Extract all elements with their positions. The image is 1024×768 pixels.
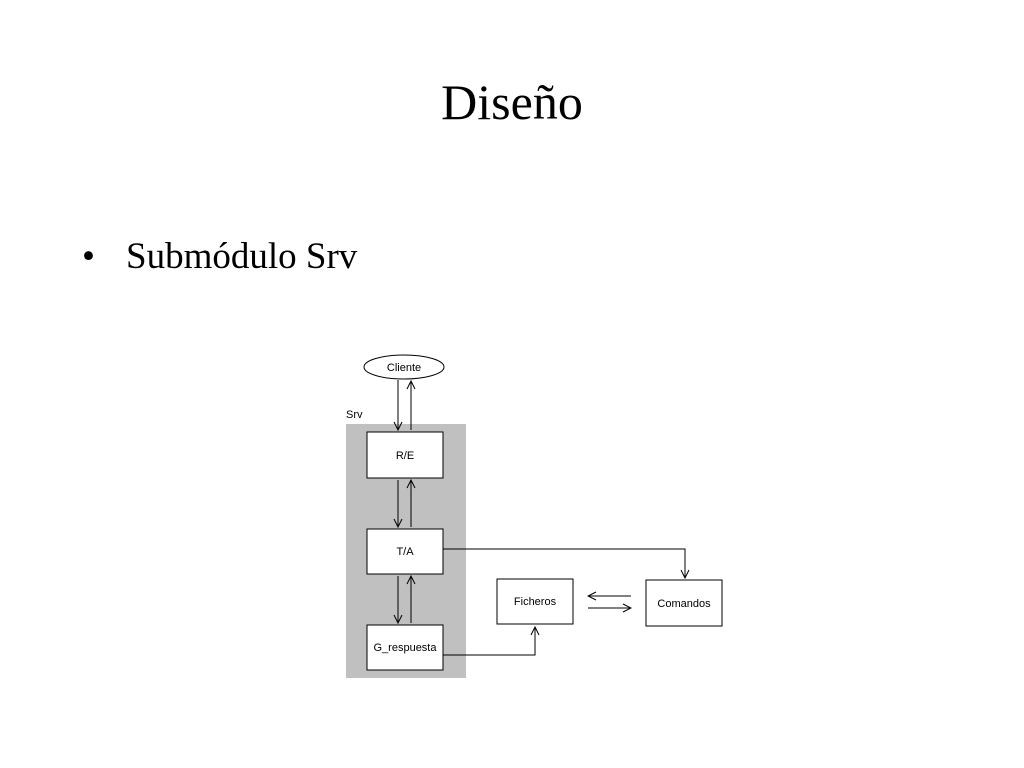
cliente-label: Cliente [387,362,421,374]
re-label: R/E [396,450,414,462]
arrow-ta-to-comandos [443,548,685,578]
bullet-list: • Submódulo Srv [82,232,357,282]
comandos-node [645,579,723,627]
g-respuesta-label: G_respuesta [374,642,438,654]
arrow-g-respuesta-to-ficheros [443,627,535,656]
bullet-text: Submódulo Srv [126,236,358,277]
slide-title: Diseño [441,74,583,130]
g-respuesta-node [366,624,444,671]
ta-label: T/A [396,546,414,558]
ta-node [366,528,444,575]
srv-container-label: Srv [346,409,363,421]
ficheros-label: Ficheros [514,596,557,608]
bullet-item: • Submódulo Srv [82,232,357,282]
comandos-label: Comandos [657,598,711,610]
cliente-node [363,354,445,380]
ficheros-node [496,578,574,625]
bullet-dot-icon: • [82,236,95,277]
re-node [366,431,444,479]
